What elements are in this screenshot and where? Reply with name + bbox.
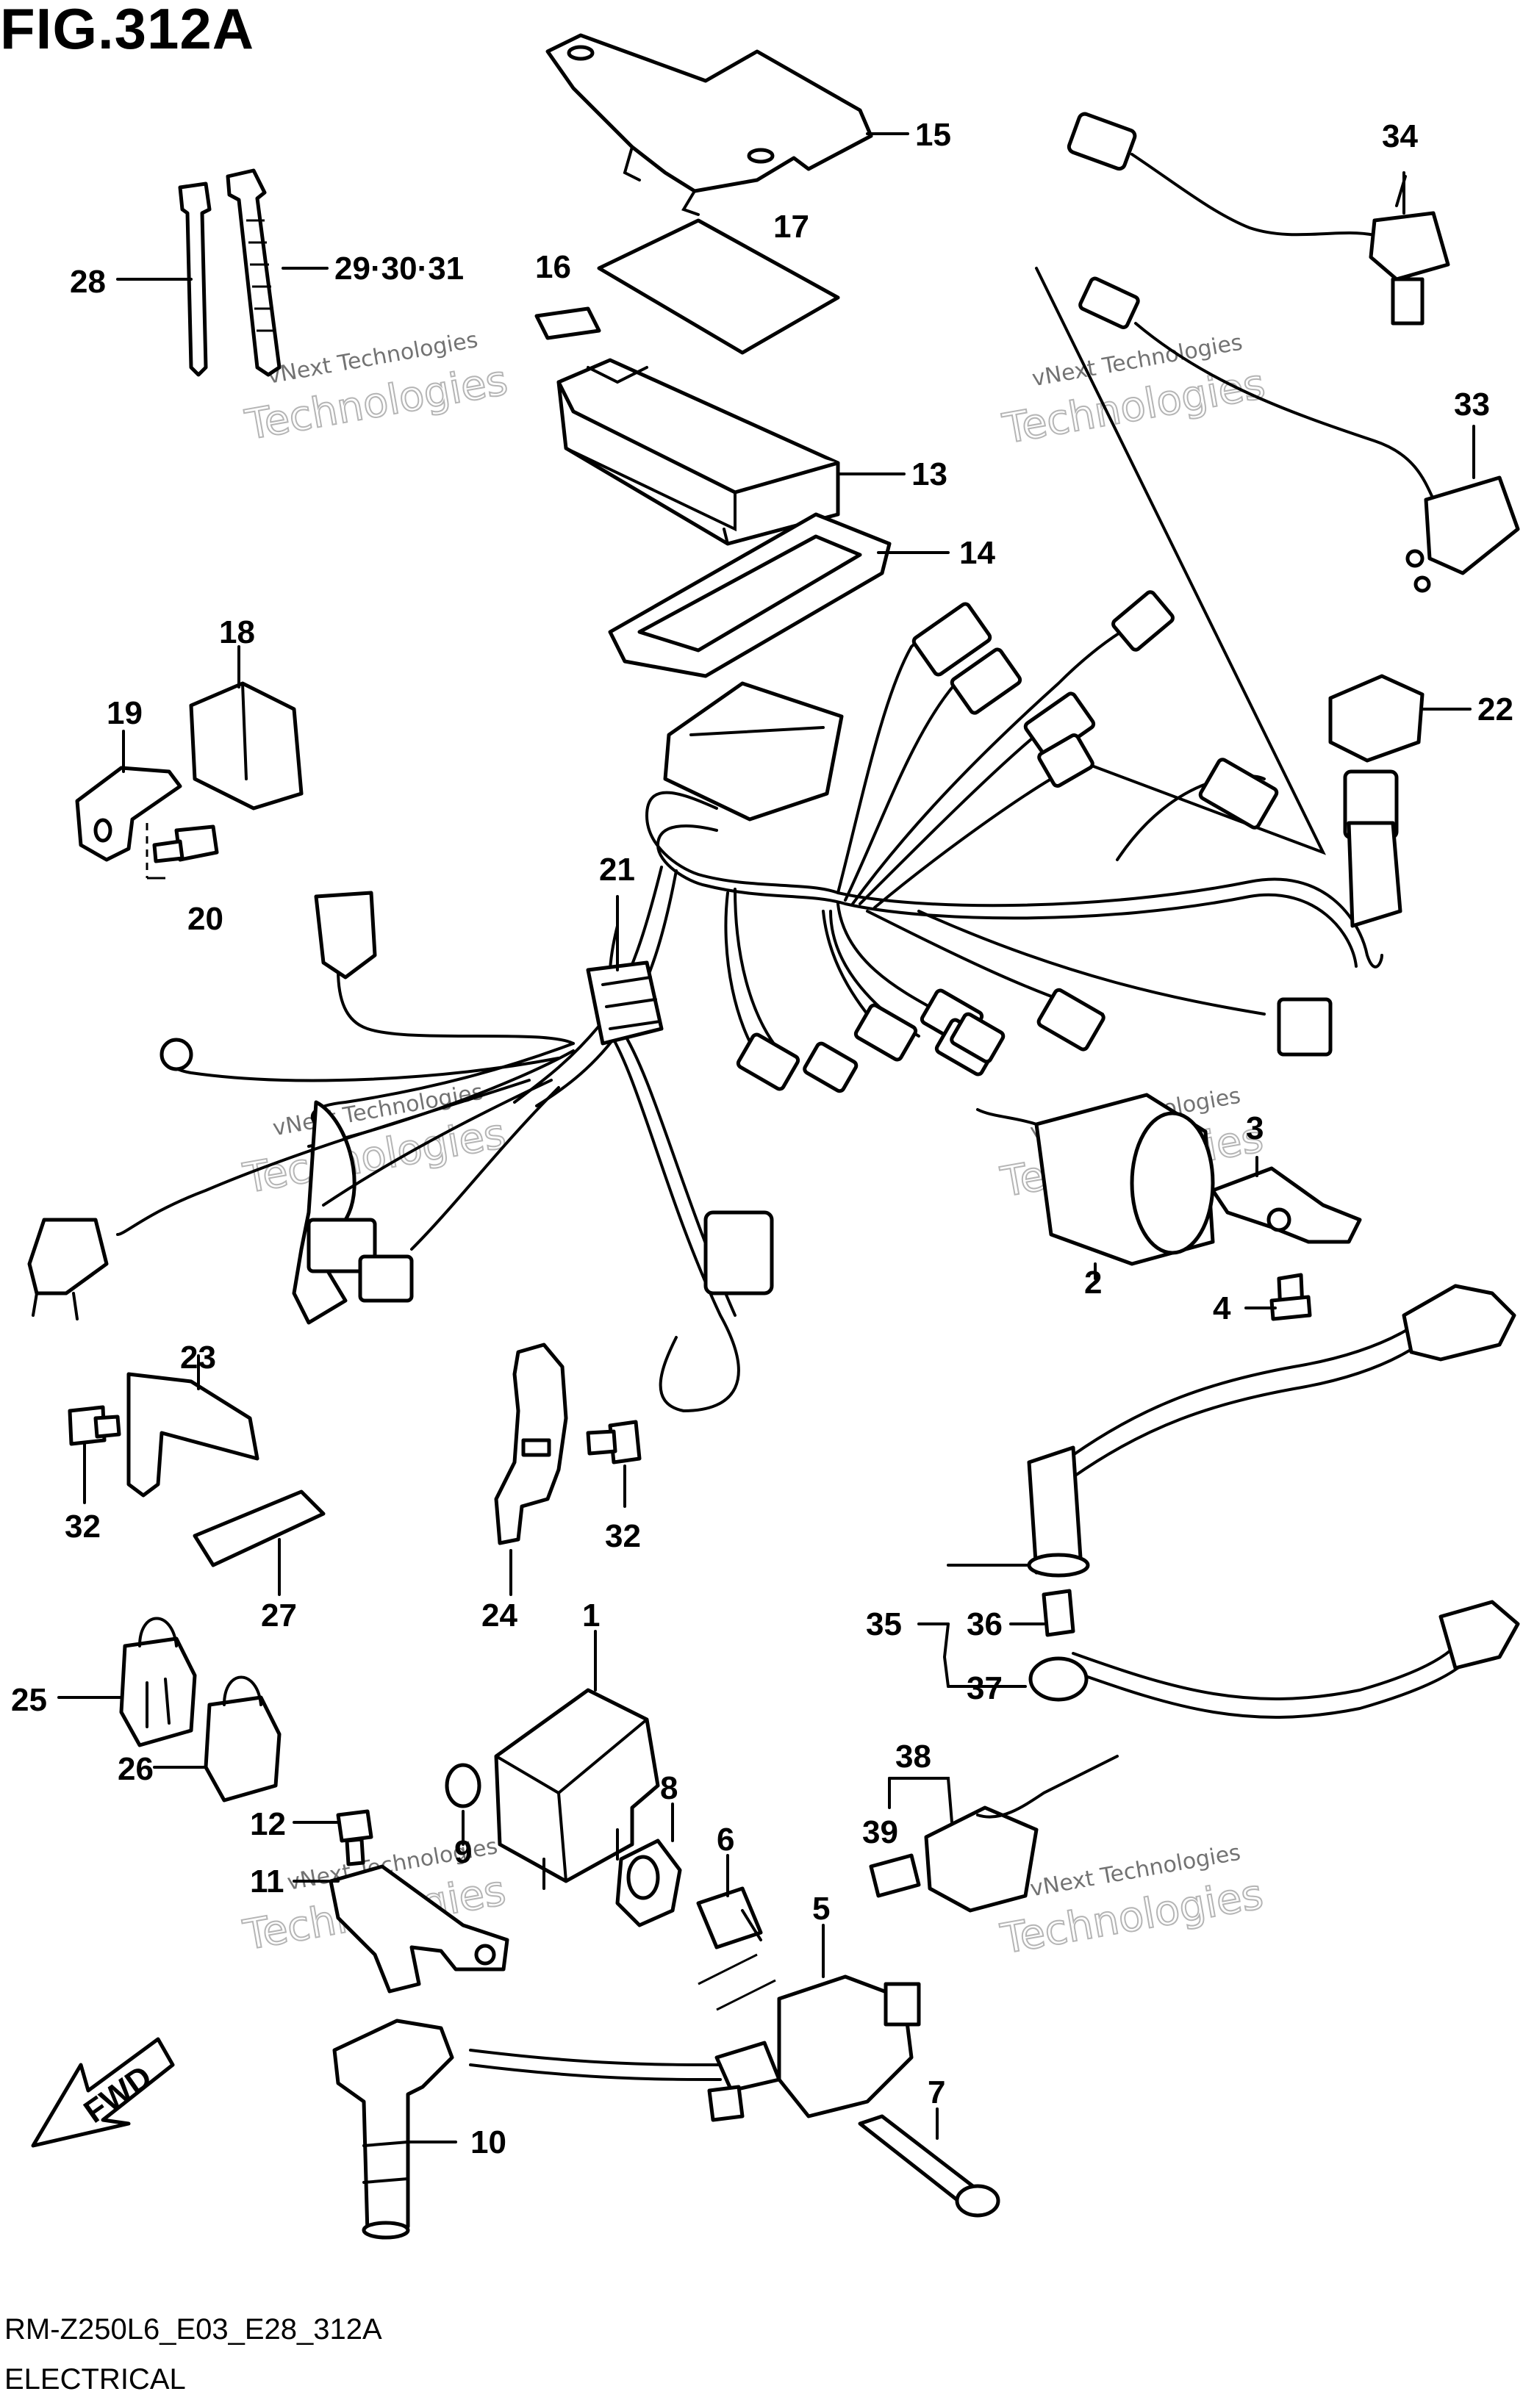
part-7-bolt [858, 2114, 1000, 2218]
callout-1: 1 [582, 1597, 600, 1634]
watermark: vNext Technologies Technologies [239, 1079, 510, 1204]
callout-27: 27 [261, 1597, 297, 1634]
part-5-ignition-coil [469, 1974, 921, 2122]
part-11-bracket [329, 1864, 509, 1994]
callout-39: 39 [862, 1814, 898, 1850]
part-17-pad [597, 218, 840, 355]
part-8-grommet [615, 1839, 682, 1927]
callout-12: 12 [250, 1806, 286, 1842]
callout-18: 18 [219, 614, 255, 650]
callout-5: 5 [812, 1891, 830, 1927]
part-6-insulator [696, 1886, 763, 1949]
part-34-switch [1067, 112, 1450, 326]
callout-19: 19 [107, 695, 143, 731]
callout-6: 6 [717, 1822, 734, 1858]
callout-2: 2 [1084, 1265, 1102, 1301]
callout-28: 28 [70, 264, 106, 300]
callout-20: 20 [187, 901, 223, 937]
callout-24: 24 [481, 1597, 517, 1634]
part-29-cable-tie [226, 168, 282, 377]
callout-7: 7 [928, 2074, 945, 2110]
callout-16: 16 [535, 249, 571, 285]
fwd-arrow: FWD [31, 2037, 175, 2148]
callout-22: 22 [1477, 691, 1513, 727]
figure-code: RM-Z250L6_E03_E28_312A [4, 2313, 382, 2346]
callout-14: 14 [959, 535, 995, 571]
part-2-condenser [976, 1093, 1215, 1266]
part-33-switch [1078, 276, 1520, 593]
callout-26: 26 [118, 1751, 154, 1787]
part-32-bolt-b [586, 1420, 642, 1464]
part-21-wiring-harness [27, 590, 1402, 1413]
callout-36: 36 [967, 1606, 1003, 1642]
part-10-plug-cap [332, 2019, 454, 2240]
callout-3: 3 [1246, 1110, 1264, 1146]
part-15-bracket [545, 33, 873, 216]
callout-9: 9 [454, 1834, 472, 1870]
part-37-grommet [1028, 1656, 1089, 1702]
part-18-relay [189, 681, 304, 811]
callout-38: 38 [895, 1739, 931, 1775]
callout-10: 10 [470, 2124, 506, 2160]
callout-17: 17 [773, 209, 809, 245]
callout-32-right: 32 [605, 1518, 641, 1554]
callout-29-30-31: 29·30·31 [334, 251, 464, 287]
callout-35: 35 [866, 1606, 902, 1642]
part-12-screw [336, 1809, 373, 1866]
callout-21: 21 [599, 852, 635, 888]
callout-34: 34 [1382, 118, 1418, 154]
part-9-nut [445, 1763, 481, 1808]
part-32-bolt [68, 1405, 121, 1446]
callout-37: 37 [967, 1670, 1003, 1706]
callout-32-left: 32 [65, 1509, 101, 1545]
part-13-ecm [556, 358, 840, 546]
callout-33: 33 [1454, 387, 1490, 423]
part-20-bolt [152, 824, 219, 863]
callout-4: 4 [1213, 1290, 1231, 1326]
part-14-rubber-band [608, 512, 892, 678]
part-19-bracket [75, 766, 182, 862]
part-24-bracket [494, 1343, 568, 1545]
part-25-connector [119, 1617, 197, 1747]
callout-11: 11 [250, 1863, 284, 1900]
figure-section: ELECTRICAL [4, 2363, 186, 2396]
part-4-screw [1269, 1273, 1312, 1321]
callout-23: 23 [180, 1340, 216, 1376]
part-28-cable-tie [178, 182, 212, 377]
part-22-cap [1328, 674, 1425, 763]
watermark: vNext Technologies Technologies [998, 330, 1269, 455]
figure-title: FIG.312A [0, 0, 255, 61]
callout-25: 25 [11, 1682, 47, 1718]
part-23-plate [126, 1372, 259, 1498]
callout-13: 13 [911, 456, 947, 492]
callout-15: 15 [915, 117, 951, 153]
part-26-connector [204, 1675, 282, 1803]
part-3-bracket [1211, 1166, 1362, 1244]
part-36-bulb [1042, 1589, 1075, 1637]
part-35-wire-assembly [1027, 1284, 1520, 1719]
part-27-pad [193, 1489, 326, 1567]
part-1-regulator [494, 1688, 660, 1890]
part-38-fuse-holder [924, 1755, 1119, 1913]
part-39-fuse [869, 1853, 921, 1898]
callout-8: 8 [660, 1770, 678, 1806]
part-16-pad [534, 306, 601, 340]
